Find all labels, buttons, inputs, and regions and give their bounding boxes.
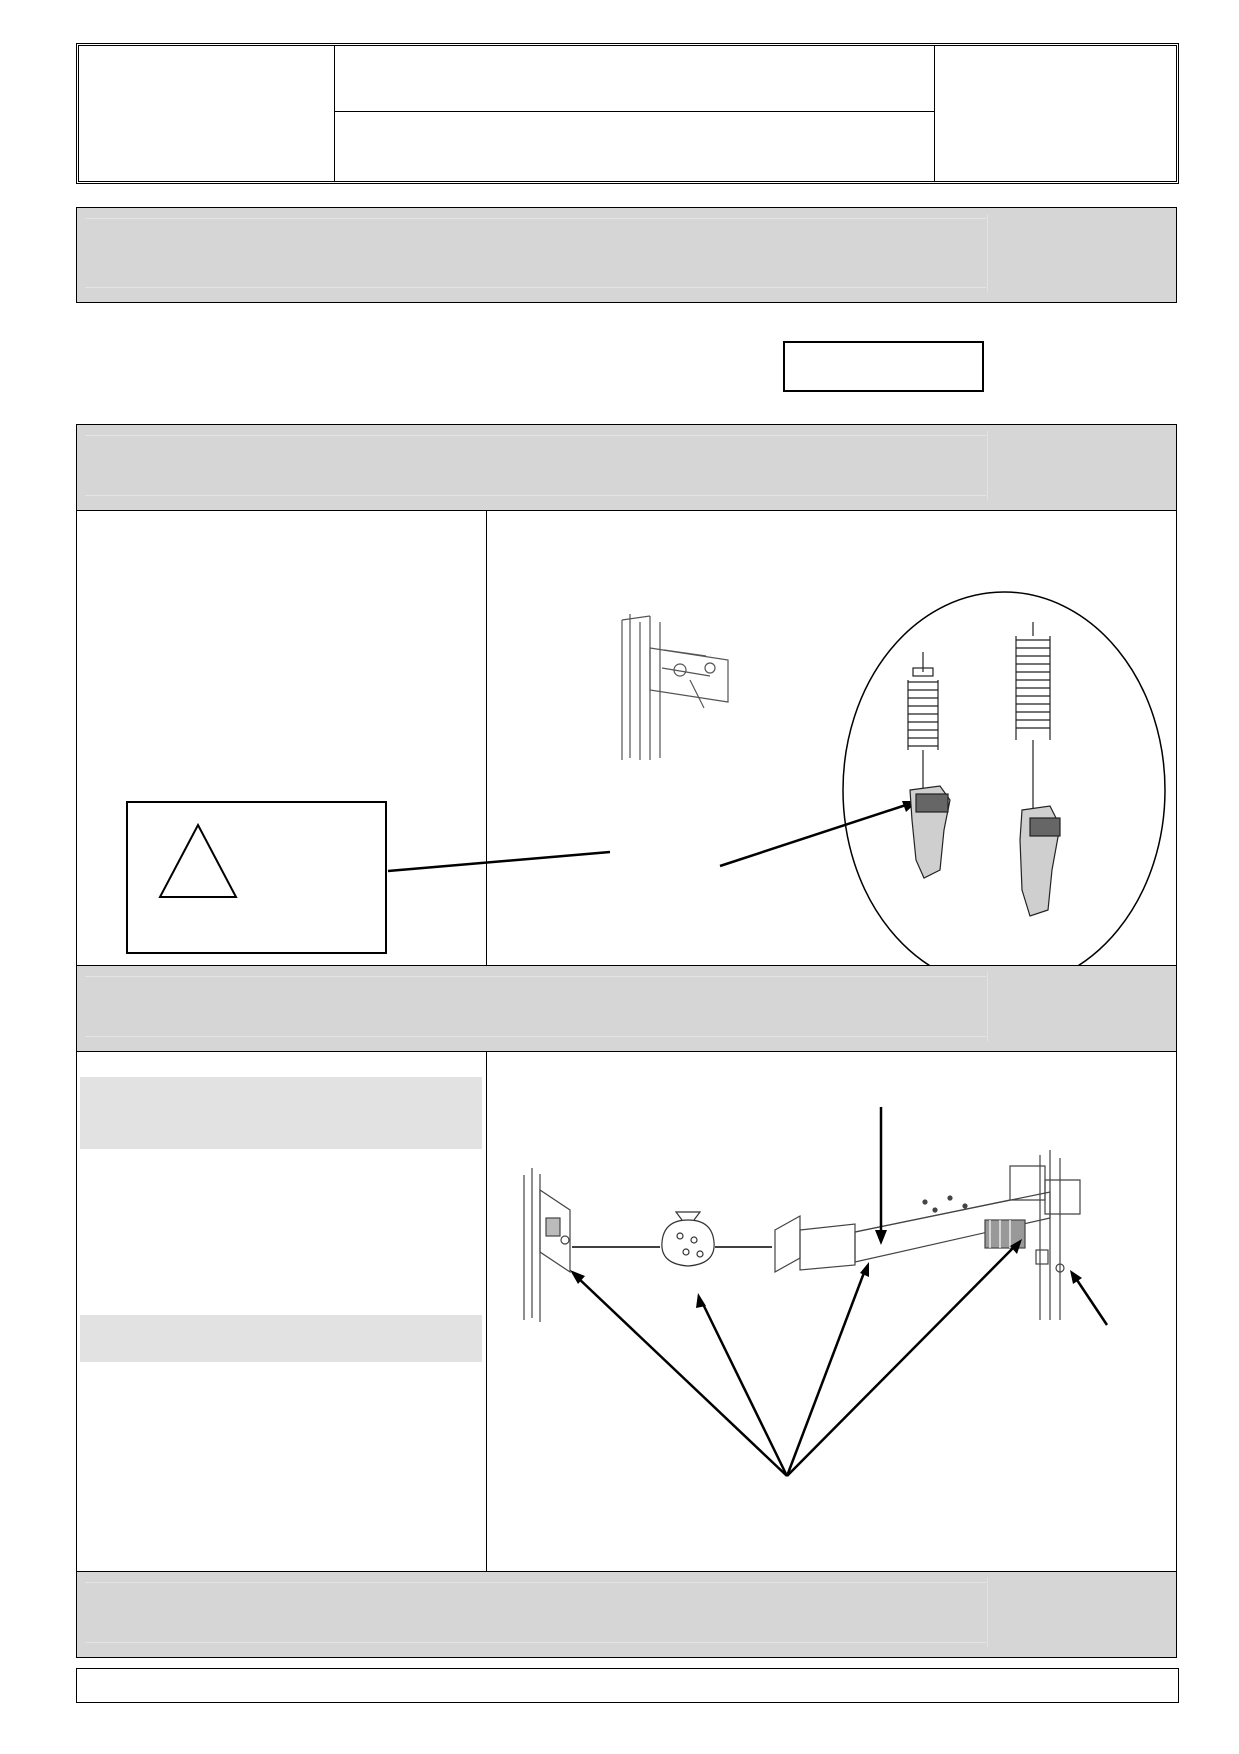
section-2-header bbox=[76, 424, 1177, 511]
section-3-subheader-a bbox=[80, 1077, 482, 1149]
title-top-cell bbox=[335, 46, 935, 112]
logo-cell bbox=[79, 46, 335, 181]
title-bottom-cell bbox=[335, 112, 935, 181]
section-3-divider bbox=[486, 1052, 487, 1571]
section-2-body bbox=[76, 511, 1177, 965]
footer-bar bbox=[76, 1668, 1179, 1703]
section-3-subheader-b bbox=[80, 1315, 482, 1362]
section-2-divider bbox=[486, 511, 487, 965]
section-4-header bbox=[76, 1571, 1177, 1658]
doc-ref-cell bbox=[935, 46, 1176, 181]
reference-box bbox=[783, 341, 984, 392]
warning-box bbox=[126, 801, 387, 954]
section-1-header bbox=[76, 207, 1177, 303]
section-3-header bbox=[76, 965, 1177, 1052]
warning-triangle-icon bbox=[158, 822, 238, 898]
section-3-body bbox=[76, 1052, 1177, 1571]
title-block bbox=[76, 43, 1179, 184]
